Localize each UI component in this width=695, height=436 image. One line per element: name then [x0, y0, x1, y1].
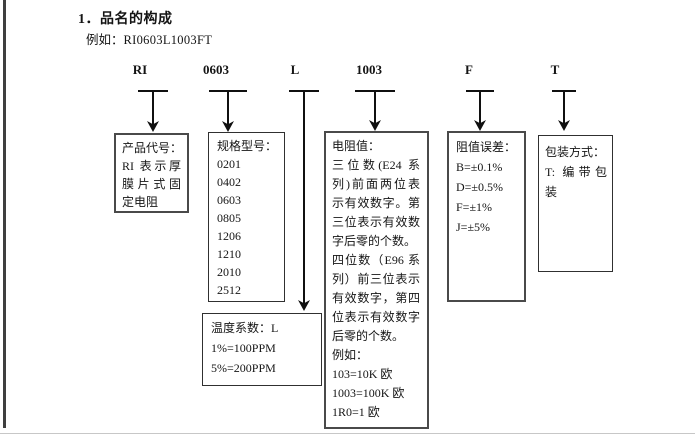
box-packaging: 包装方式： T: 编带包 装 [538, 135, 613, 272]
text-line: 阻值误差： [456, 140, 517, 154]
text-line: 示有效数字。第 [332, 196, 420, 210]
example-line: 例如：RI0603L1003FT [86, 29, 212, 48]
arrow-down-icon-f [466, 90, 494, 131]
text-line: 三位数(E24 系 [332, 158, 420, 172]
arrow-stem [303, 90, 305, 307]
section-title: 1．品名的构成 [78, 12, 173, 27]
example-part-number: RI0603L1003FT [123, 33, 213, 47]
text-line: 规格型号： [217, 139, 278, 153]
text-line: 有效数字，第四 [332, 291, 420, 305]
arrowhead-icon [222, 121, 234, 132]
text-line: 2512 [217, 283, 241, 297]
box-spec-size: 规格型号： 0201 0402 0603 0805 1206 1210 2010… [208, 132, 285, 302]
text-line: 装 [545, 185, 558, 199]
example-label: 例如： [86, 33, 124, 47]
code-label-1003: 1003 [356, 62, 382, 77]
arrowhead-icon [147, 121, 159, 132]
text-line: 1210 [217, 247, 241, 261]
code-label-t: T [550, 62, 560, 77]
page-border-left [3, 0, 6, 428]
text-line: 电阻值： [332, 139, 381, 153]
text-line: 列)前面两位表 [332, 177, 420, 191]
text-line: 2010 [217, 265, 241, 279]
text-line: 0603 [217, 193, 241, 207]
arrow-stem [152, 90, 154, 128]
arrow-down-icon-l [289, 90, 319, 311]
arrow-down-icon-t [552, 90, 576, 131]
arrowhead-icon [369, 120, 381, 131]
text-line: 字后零的个数。 [332, 234, 417, 248]
text-line: 103=10K 欧 [332, 367, 393, 381]
text-line: 定电阻 [122, 195, 159, 209]
arrow-down-icon-1003 [355, 90, 395, 131]
text-line: 0201 [217, 157, 241, 171]
code-label-l: L [290, 62, 300, 77]
arrow-stem [374, 90, 376, 127]
text-line: 1003=100K 欧 [332, 386, 405, 400]
text-line: 四位数（E96 系 [332, 253, 420, 267]
text-line: T: 编带包 [545, 165, 607, 179]
text-line: 三位表示有效数 [332, 215, 420, 229]
text-line: 5%=200PPM [211, 361, 276, 375]
box-product-code: 产品代号： RI 表示厚 膜片式固 定电阻 [114, 133, 189, 213]
text-line: 0805 [217, 211, 241, 225]
arrow-down-icon-0603 [209, 90, 247, 132]
arrow-stem [479, 90, 481, 127]
box-tolerance: 阻值误差： B=±0.1% D=±0.5% F=±1% J=±5% [447, 131, 526, 302]
arrow-down-icon-ri [138, 90, 168, 132]
text-line: 1%=100PPM [211, 341, 276, 355]
arrow-stem [227, 90, 229, 128]
text-line: 列）前三位表示 [332, 272, 420, 286]
text-line: 1206 [217, 229, 241, 243]
arrow-stem [563, 90, 565, 127]
page-border-bottom [0, 433, 695, 434]
arrowhead-icon [558, 120, 570, 131]
text-line: 包装方式： [545, 145, 606, 159]
arrowhead-icon [298, 300, 310, 311]
text-line: 产品代号： [122, 141, 183, 155]
box-temperature-coefficient: 温度系数：L 1%=100PPM 5%=200PPM [202, 313, 322, 386]
text-line: J=±5% [456, 220, 491, 234]
text-line: 1R0=1 欧 [332, 405, 380, 419]
code-label-0603: 0603 [203, 62, 229, 77]
text-line: RI 表示厚 [122, 159, 181, 173]
text-line: 位表示有效数字 [332, 310, 420, 324]
text-line: 后零的个数。 [332, 329, 405, 343]
code-label-ri: RI [132, 62, 148, 77]
text-line: 例如： [332, 348, 369, 362]
text-line: 膜片式固 [122, 177, 181, 191]
text-line: D=±0.5% [456, 180, 504, 194]
text-line: B=±0.1% [456, 160, 503, 174]
text-line: 温度系数：L [211, 321, 279, 335]
text-line: F=±1% [456, 200, 493, 214]
arrowhead-icon [474, 120, 486, 131]
code-label-f: F [465, 62, 473, 77]
text-line: 0402 [217, 175, 241, 189]
box-resistance-value: 电阻值： 三位数(E24 系 列)前面两位表 示有效数字。第 三位表示有效数 字… [324, 131, 429, 429]
